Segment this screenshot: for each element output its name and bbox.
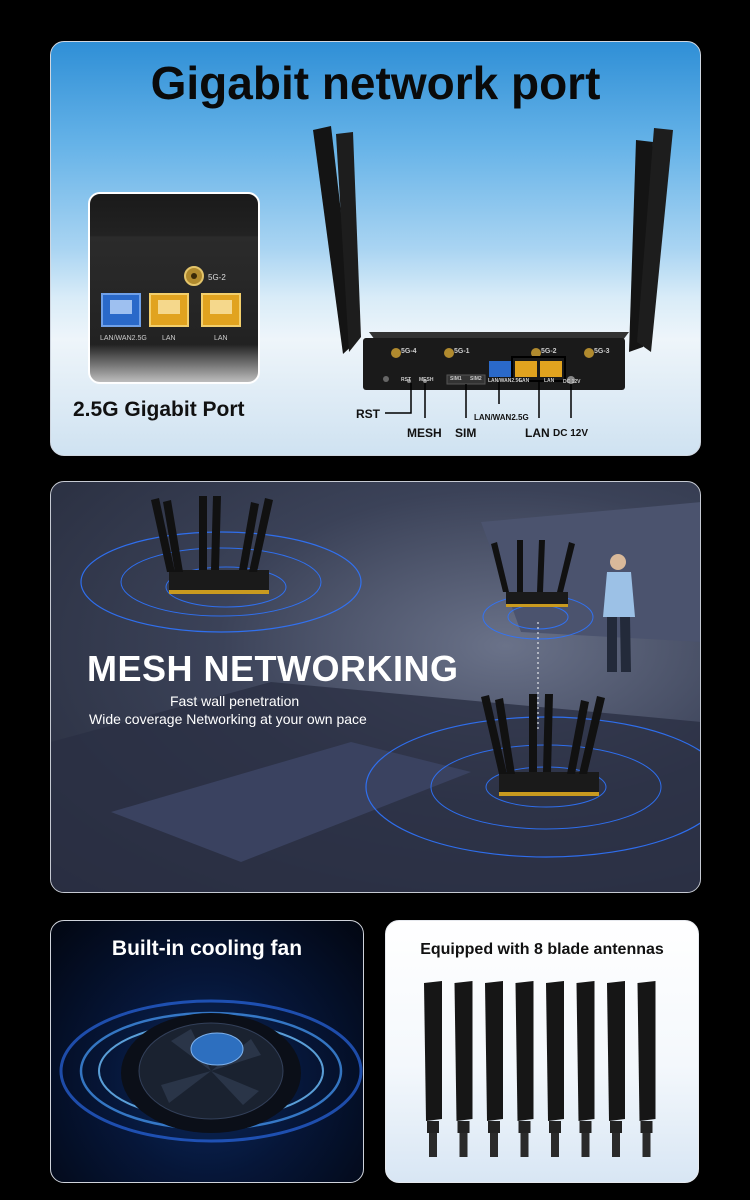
blade-antenna: [637, 981, 656, 1157]
panel-title: MESH NETWORKING: [87, 648, 459, 689]
panel-subtitle: 2.5G Gigabit Port: [73, 398, 245, 421]
router-antenna-label-4: 5G-3: [594, 348, 610, 355]
port-zoom-inset: 5G-2 LAN/WAN2.5G LAN LAN: [88, 192, 260, 384]
zoom-port-label-wan: LAN/WAN2.5G: [100, 335, 147, 342]
mesh-feature-line-2: Wide coverage Networking at your own pac…: [89, 711, 367, 727]
callout-lan: LAN: [525, 426, 550, 440]
blade-antennas-illustration: [424, 981, 656, 1157]
zoom-port-label-lan-2: LAN: [214, 335, 228, 342]
mesh-feature-line-1: Fast wall penetration: [170, 693, 300, 709]
callout-lanwan: LAN/WAN2.5G: [474, 413, 529, 422]
blade-antenna: [576, 981, 595, 1157]
router-lanwan-label: LAN/WAN2.5G: [488, 378, 523, 384]
callout-dc: DC 12V: [553, 428, 589, 439]
router-antenna-label-3: 5G-2: [541, 348, 557, 355]
callout-rst: RST: [356, 407, 380, 421]
router-back-illustration: [313, 126, 673, 418]
mesh-scene-illustration: [51, 496, 700, 892]
router-antenna-label-2: 5G-1: [454, 348, 470, 355]
panel-title: Gigabit network port: [150, 57, 601, 109]
blade-antenna: [546, 981, 564, 1157]
blade-antenna: [424, 981, 442, 1157]
zoom-port-label-lan-1: LAN: [162, 335, 176, 342]
blade-antennas-panel: Equipped with 8 blade antennas: [385, 920, 699, 1183]
callout-mesh: MESH: [407, 426, 442, 440]
panel-title: Built-in cooling fan: [111, 937, 303, 960]
cooling-fan-illustration: [59, 999, 363, 1143]
blade-antenna: [454, 981, 473, 1157]
router-lan-label-1: LAN: [519, 378, 530, 384]
port-zoom-illustration: 5G-2 LAN/WAN2.5G LAN LAN: [100, 266, 241, 342]
router-dc-label: DC 12V: [563, 379, 581, 385]
blade-antenna: [607, 981, 625, 1157]
router-antenna-label-1: 5G-4: [401, 348, 417, 355]
mesh-networking-panel: MESH NETWORKING Fast wall penetration Wi…: [50, 481, 701, 893]
gigabit-port-panel: Gigabit network port 5G-2 LAN/WAN2.5G LA…: [50, 41, 701, 456]
router-sim1-label: SIM1: [450, 376, 462, 382]
cooling-fan-panel: Built-in cooling fan: [50, 920, 364, 1183]
panel-title: Equipped with 8 blade antennas: [420, 941, 664, 958]
router-sim2-label: SIM2: [470, 376, 482, 382]
callout-sim: SIM: [455, 426, 477, 440]
router-lan-label-2: LAN: [544, 378, 555, 384]
router-mesh-label: MESH: [419, 377, 434, 383]
blade-antenna: [515, 981, 534, 1157]
blade-antenna: [485, 981, 503, 1157]
zoom-antenna-label: 5G-2: [208, 273, 226, 282]
router-rst-label: RST: [401, 377, 411, 383]
